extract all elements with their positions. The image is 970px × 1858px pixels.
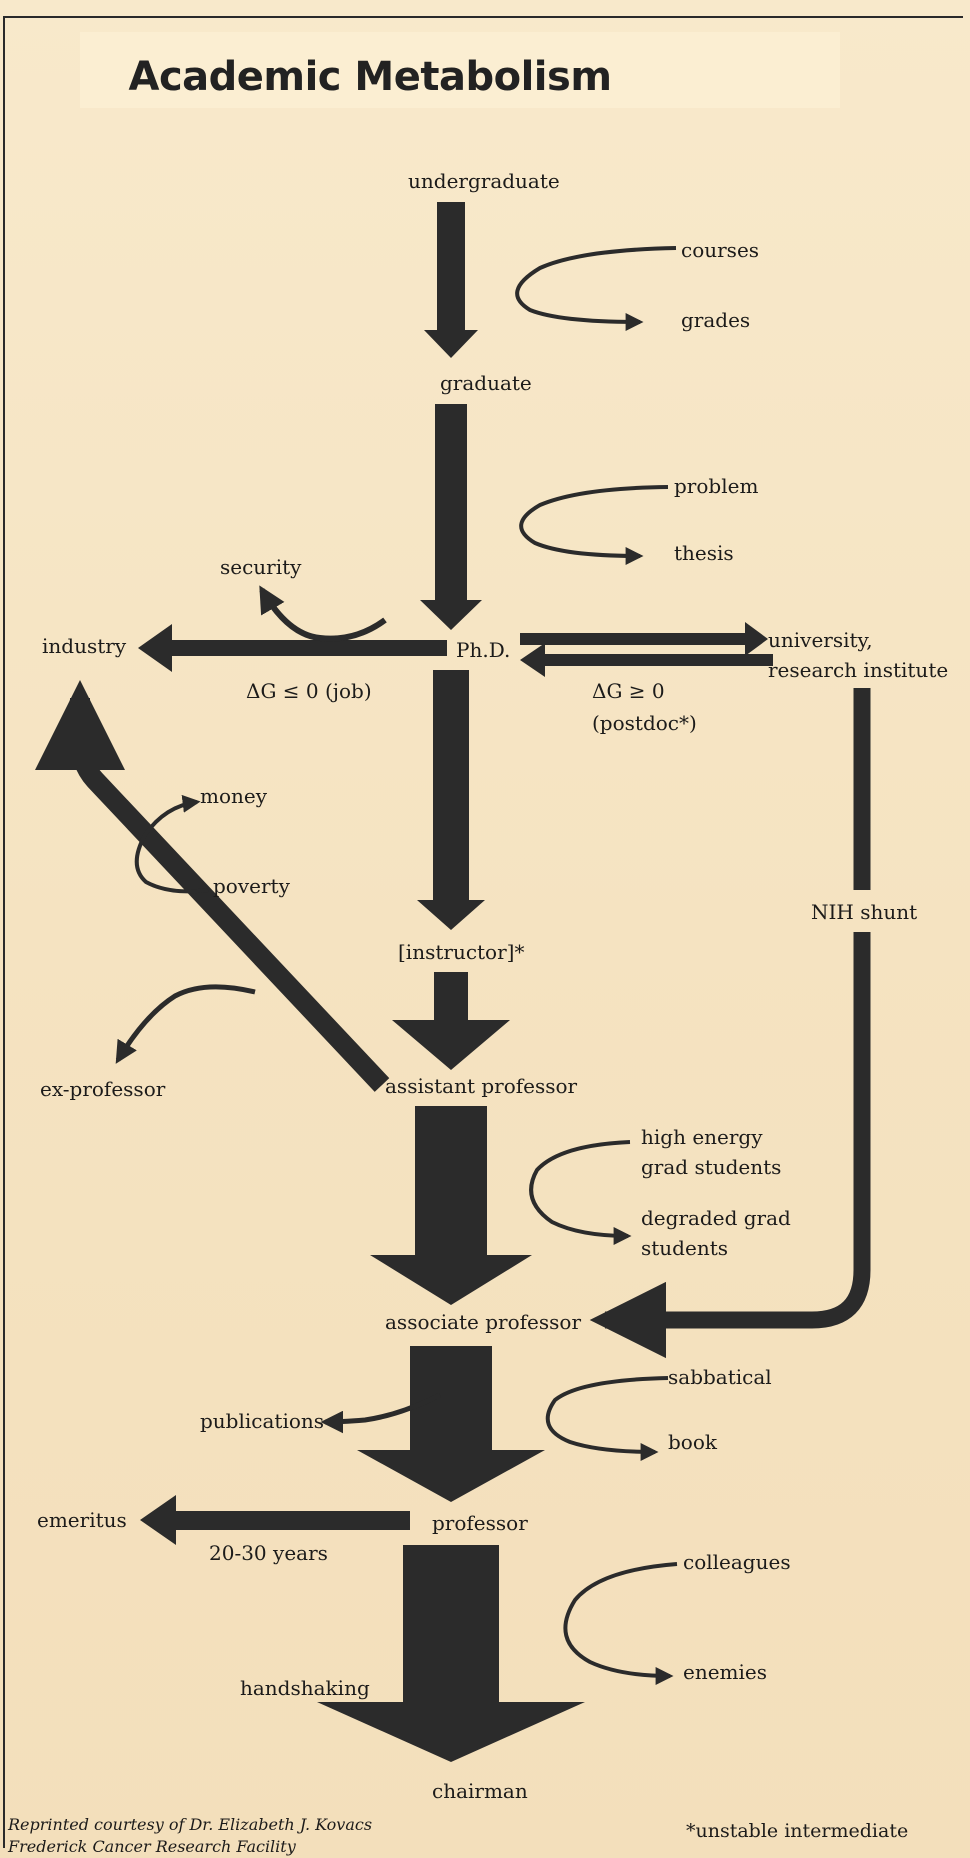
label-delta-g-job: ΔG ≤ 0 (job) [246, 679, 372, 703]
curve-associate-to-publications [320, 1392, 442, 1434]
arrow-emeritus [140, 1495, 410, 1545]
stage-graduate: graduate [440, 371, 532, 395]
label-industry: industry [42, 634, 127, 658]
cycle-sabbatical-book [545, 1376, 669, 1461]
label-enemies: enemies [683, 1660, 768, 1684]
label-publications: publications [200, 1409, 325, 1433]
arrow-associate-to-professor [357, 1346, 545, 1502]
label-university-research-institute: university, research institute [768, 628, 949, 682]
stage-instructor: [instructor]* [398, 940, 525, 964]
cycle-problem-thesis [519, 485, 669, 565]
cycle-poverty-money [134, 794, 209, 894]
arrow-phd-to-instructor [417, 670, 485, 930]
label-book: book [668, 1430, 718, 1454]
stage-assistant-professor: assistant professor [385, 1074, 578, 1098]
stage-associate-professor: associate professor [385, 1310, 582, 1334]
stage-professor: professor [432, 1511, 528, 1535]
arrow-university-to-phd [520, 643, 773, 677]
label-sabbatical: sabbatical [668, 1365, 772, 1389]
label-courses: courses [681, 238, 760, 262]
label-degraded-grad-students: degraded grad students [641, 1206, 791, 1260]
curve-assistant-to-ex-professor [115, 984, 256, 1064]
label-grades: grades [681, 308, 751, 332]
curve-phd-to-security [259, 585, 387, 642]
credit-line-2: Frederick Cancer Research Facility [8, 1837, 296, 1856]
stage-undergraduate: undergraduate [408, 169, 560, 193]
label-delta-g-postdoc-top: ΔG ≥ 0 [592, 679, 665, 703]
arrow-professor-to-chairman [317, 1545, 585, 1762]
arrow-nih-shunt [605, 688, 871, 1320]
label-nih-shunt: NIH shunt [811, 900, 918, 924]
cycle-grad-students [529, 1140, 632, 1245]
stage-phd: Ph.D. [456, 638, 511, 662]
arrow-instructor-to-assistant [392, 972, 510, 1070]
label-emeritus: emeritus [37, 1508, 127, 1532]
label-delta-g-postdoc-bottom: (postdoc*) [592, 711, 697, 735]
label-high-energy-grad-students: high energy grad students [641, 1125, 782, 1179]
label-ex-professor: ex-professor [40, 1077, 166, 1101]
arrow-phd-to-industry [138, 624, 447, 672]
title-strip [80, 32, 840, 108]
label-colleagues: colleagues [683, 1550, 791, 1574]
arrow-phd-to-university [520, 622, 768, 656]
label-poverty: poverty [213, 874, 290, 898]
arrow-assistant-to-associate [370, 1106, 532, 1305]
frame-left-border [3, 18, 5, 1848]
cycle-colleagues-enemies [563, 1562, 678, 1685]
stage-chairman: chairman [432, 1779, 528, 1803]
label-problem: problem [674, 474, 759, 498]
arrow-undergraduate-to-graduate [424, 202, 478, 358]
label-handshaking: handshaking [240, 1676, 370, 1700]
arrow-assistant-to-industry [34, 680, 390, 1092]
label-emeritus-years: 20-30 years [209, 1541, 328, 1565]
label-money: money [200, 784, 268, 808]
footnote-unstable-intermediate: *unstable intermediate [686, 1820, 909, 1842]
label-thesis: thesis [674, 541, 734, 565]
credit-line-1: Reprinted courtesy of Dr. Elizabeth J. K… [8, 1815, 373, 1834]
cycle-courses-grades [515, 246, 677, 331]
diagram-title: Academic Metabolism [128, 54, 612, 100]
label-security: security [220, 555, 302, 579]
frame-top-border [3, 16, 963, 18]
arrow-graduate-to-phd [420, 404, 482, 630]
